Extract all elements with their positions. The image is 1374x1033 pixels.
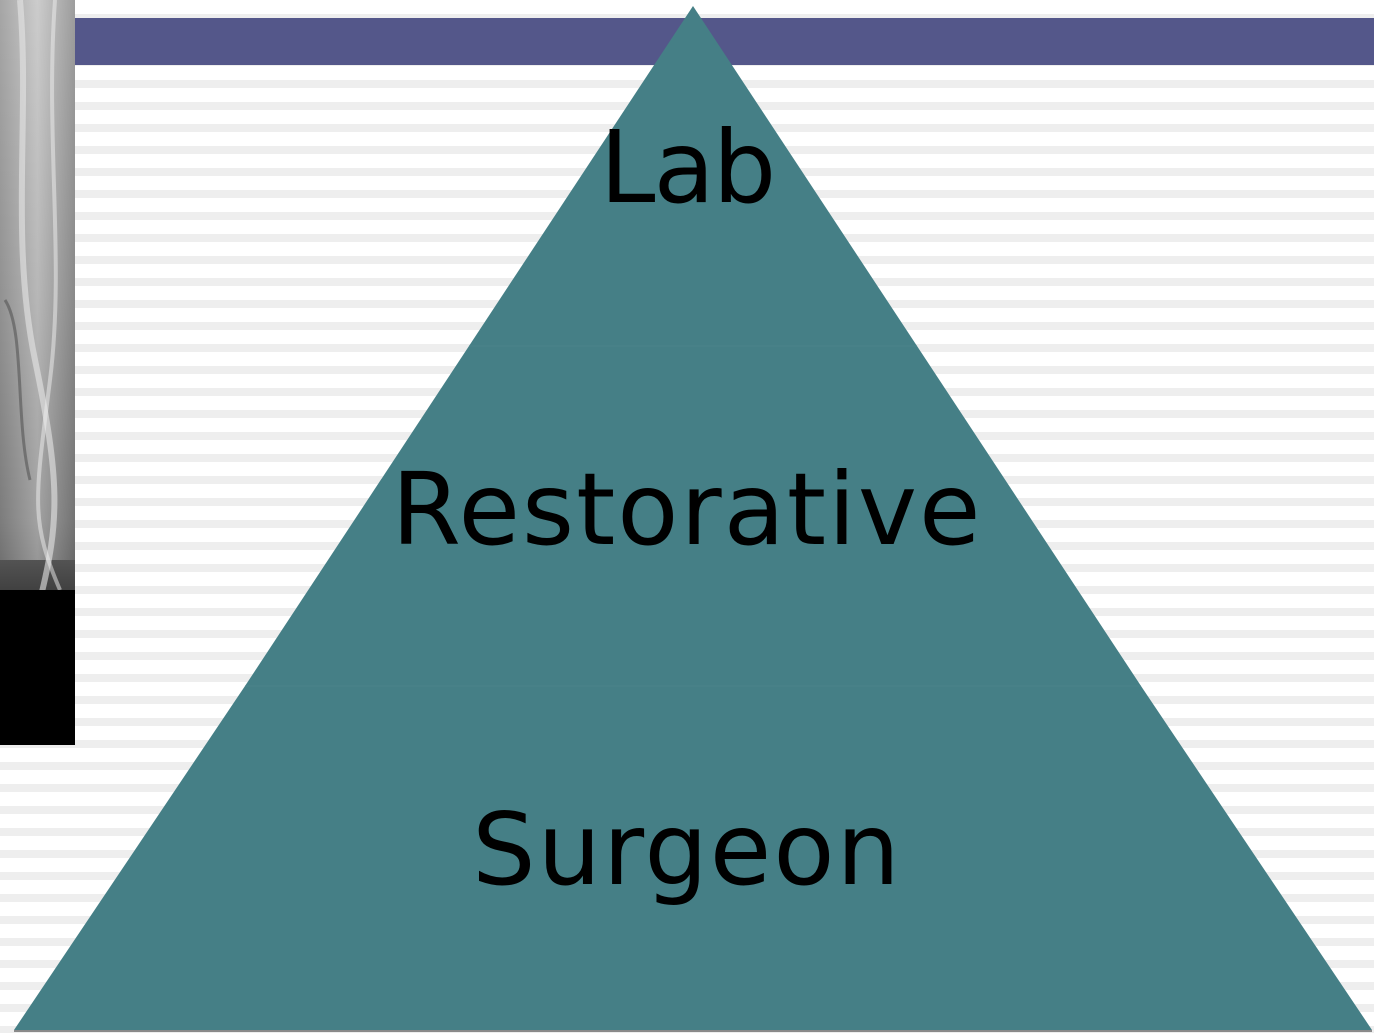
pyramid-tier-restorative xyxy=(245,346,1141,686)
pyramid-label-lab: Lab xyxy=(599,109,776,226)
pyramid-label-restorative: Restorative xyxy=(391,451,983,568)
pyramid-tier-lab xyxy=(469,6,917,346)
xray-image xyxy=(0,0,75,745)
pyramid-tier-surgeon xyxy=(14,686,1372,1030)
xray-texture xyxy=(0,0,75,745)
pyramid-label-surgeon: Surgeon xyxy=(472,791,902,908)
